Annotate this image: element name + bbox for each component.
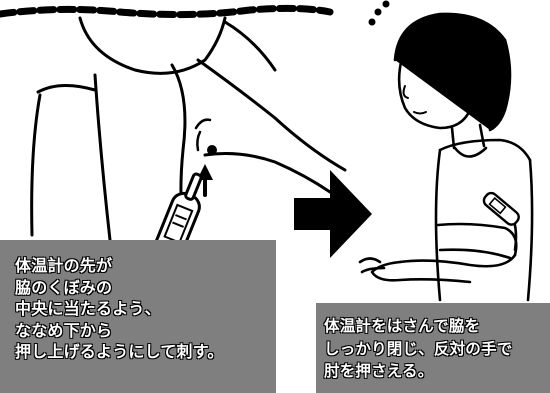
caption-left-line-1: 体温計の先が [15, 255, 276, 277]
right-arrow-icon [294, 170, 372, 258]
person-illustration [360, 14, 532, 300]
caption-left-line-3: 中央に当たるよう、 [15, 298, 276, 320]
caption-left-line-4: ななめ下から [15, 320, 276, 342]
caption-left-line-2: 脇のくぼみの [15, 277, 276, 299]
caption-left-line-5: 押し上げるようにして刺す。 [15, 341, 276, 363]
caption-left: 体温計の先が 脇のくぼみの 中央に当たるよう、 ななめ下から 押し上げるようにし… [0, 240, 276, 393]
ellipsis-dots-icon [369, 1, 390, 26]
armpit-target-dot [207, 145, 217, 155]
thermometer-right [482, 191, 522, 227]
caption-right-line-1: 体温計をはさんで脇を [324, 315, 550, 338]
caption-right: 体温計をはさんで脇を しっかり閉じ、反対の手で 肘を押さえる。 [316, 303, 550, 393]
caption-right-line-3: 肘を押さえる。 [324, 360, 550, 383]
caption-right-line-2: しっかり閉じ、反対の手で [324, 338, 550, 361]
